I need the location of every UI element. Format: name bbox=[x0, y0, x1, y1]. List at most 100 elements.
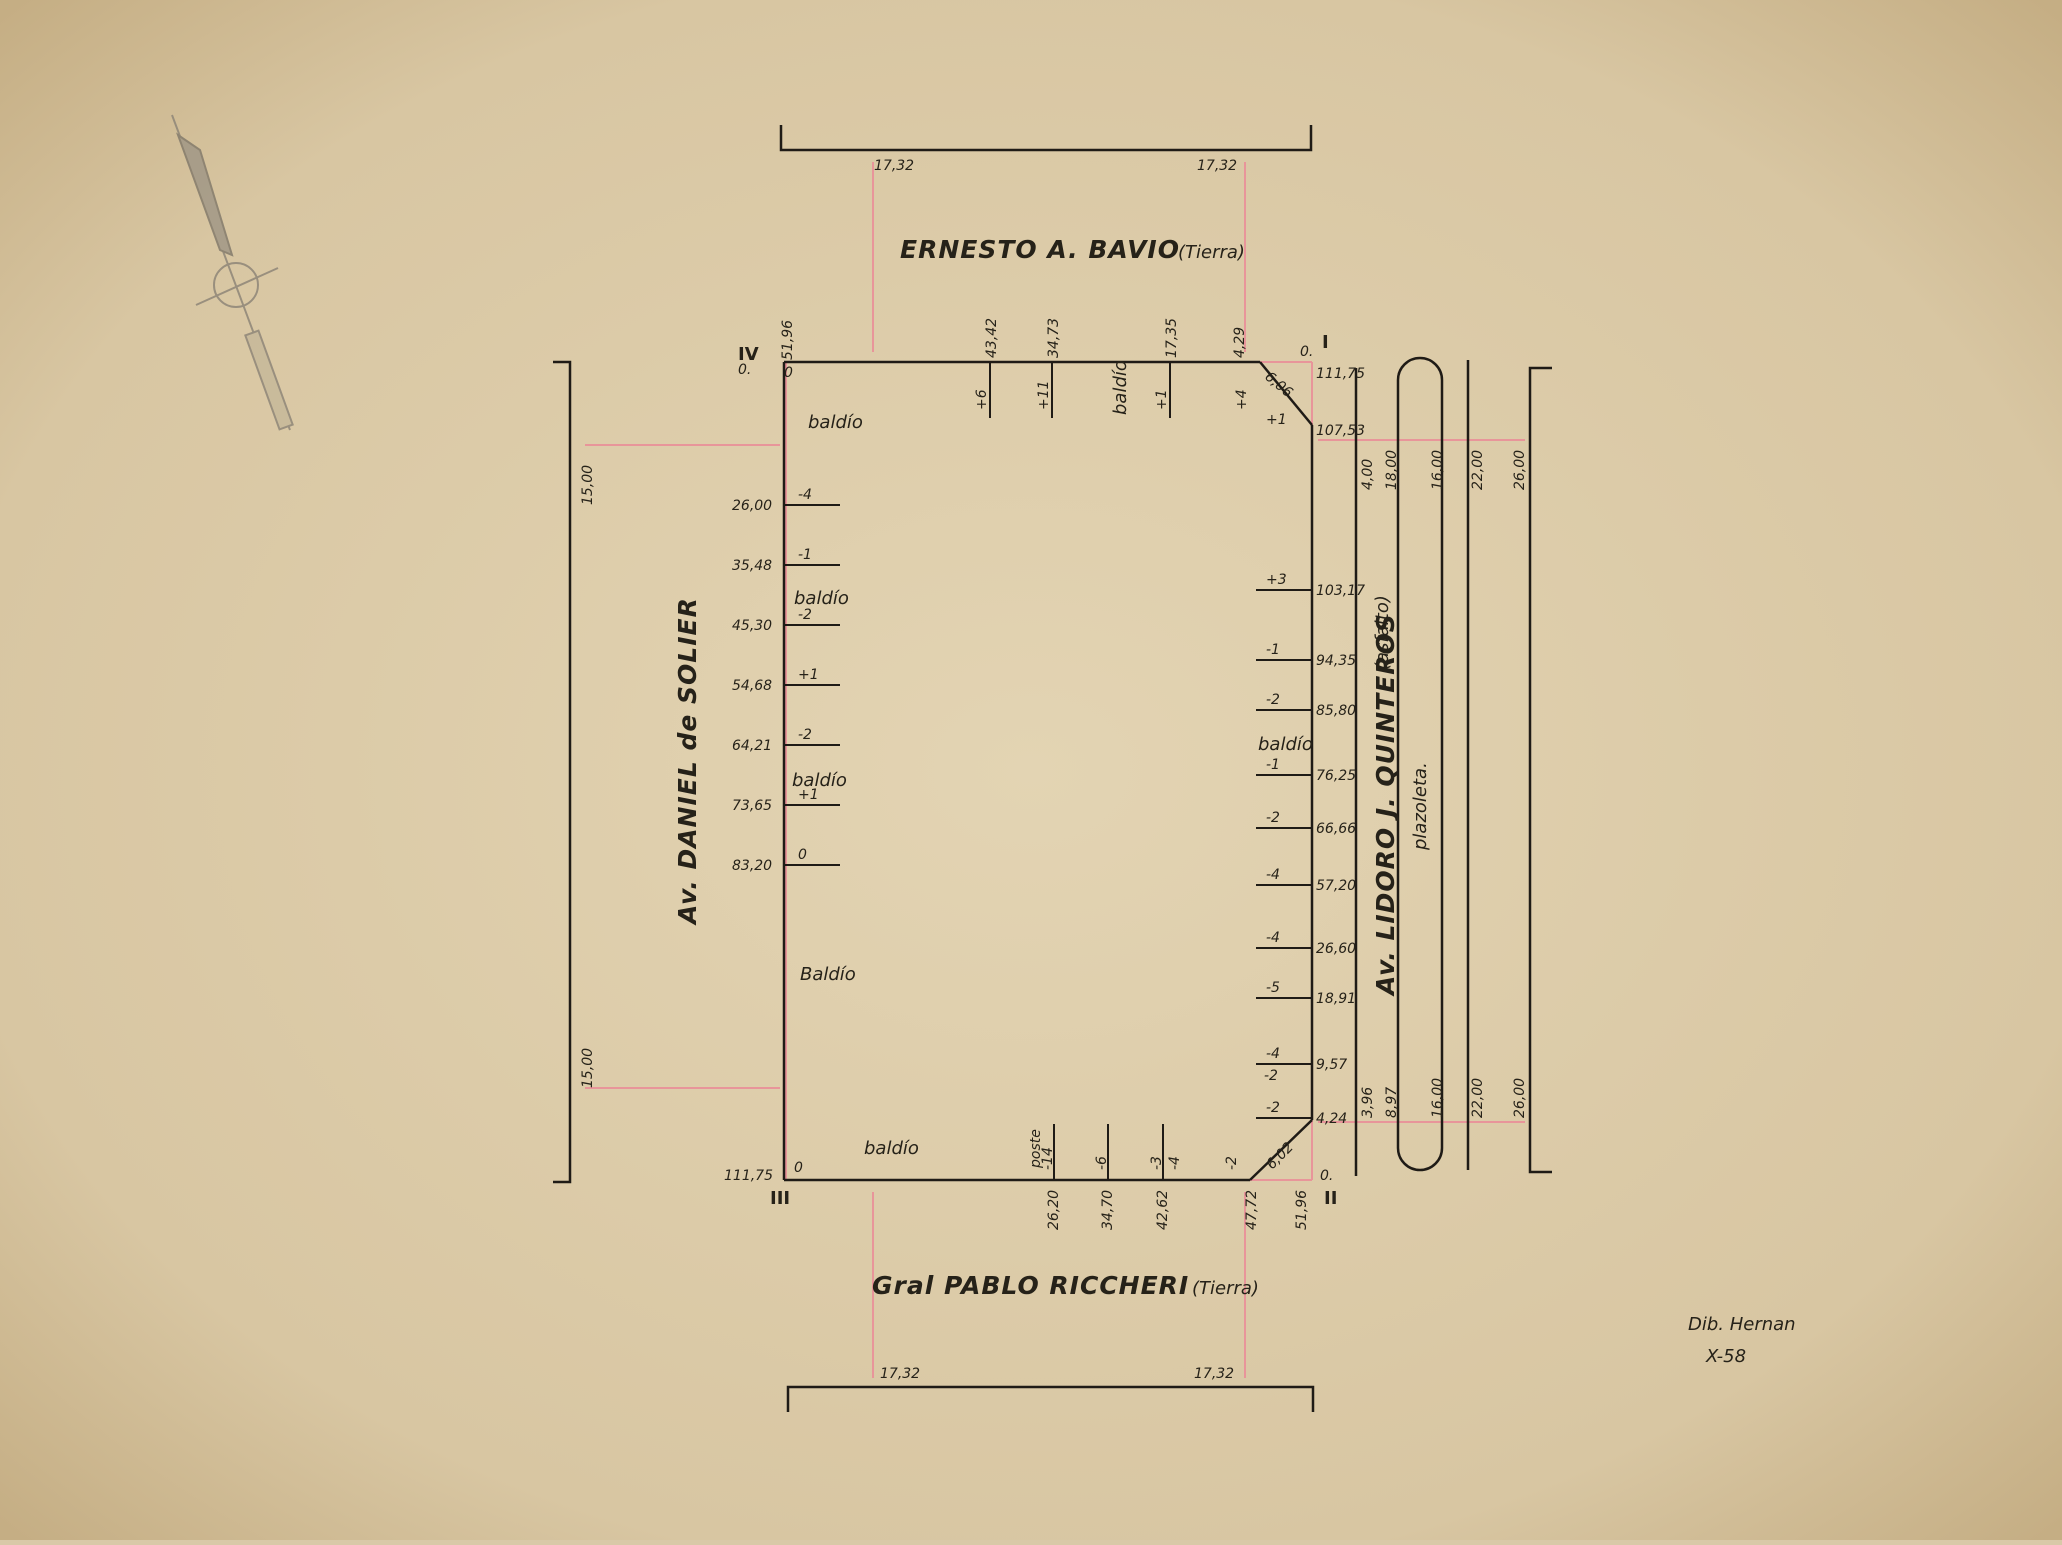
right-tick-delta: -4 bbox=[1266, 930, 1280, 946]
avenue-width-top: 18,00 bbox=[1384, 450, 1400, 490]
width-left-bottom: 15,00 bbox=[580, 1048, 596, 1088]
street-right-surface: (asfalto) bbox=[1372, 595, 1393, 670]
street-top-surface: (Tierra) bbox=[1178, 242, 1245, 263]
avenue-width-bottom: 22,00 bbox=[1470, 1078, 1486, 1118]
width-bottom-left: 17,32 bbox=[880, 1366, 920, 1382]
bottom-baldio: baldío bbox=[864, 1138, 919, 1159]
top-baldio: baldío bbox=[1110, 360, 1131, 415]
corner-ii-value: 51,96 bbox=[1294, 1190, 1310, 1230]
avenue-width-top: 22,00 bbox=[1470, 450, 1486, 490]
bottom-tick-delta: -14 bbox=[1040, 1147, 1056, 1170]
right-baldio: baldío bbox=[1258, 734, 1313, 755]
right-tick-dist: 18,91 bbox=[1316, 991, 1356, 1007]
corner-iv-zero: 0. bbox=[738, 362, 751, 378]
left-tick-dist: 73,65 bbox=[732, 798, 772, 814]
corner-iii-value: 111,75 bbox=[724, 1168, 773, 1184]
corner-iv: IV bbox=[738, 344, 759, 365]
width-top-left: 17,32 bbox=[874, 158, 914, 174]
left-tick-delta: -1 bbox=[798, 547, 812, 563]
street-right: Av. LIDORO J. QUINTEROS bbox=[1371, 613, 1400, 997]
top-ticks: 43,42 +6 34,73 +11 17,35 +1 +4 bbox=[974, 318, 1250, 418]
right-tick-dist: 85,80 bbox=[1316, 703, 1356, 719]
corner-iv-value: 51,96 bbox=[780, 320, 796, 360]
bottom-tick-dist: 42,62 bbox=[1155, 1190, 1171, 1230]
avenue-width-top: 16,00 bbox=[1430, 450, 1446, 490]
left-baldio-2: baldío bbox=[794, 588, 849, 609]
right-tick-delta: -1 bbox=[1266, 642, 1280, 658]
left-tick-dist: 54,68 bbox=[732, 678, 772, 694]
right-tick-delta: +1 bbox=[1266, 412, 1287, 428]
north-arrow-icon bbox=[171, 114, 294, 431]
avenue-width-bottom: 3,96 bbox=[1360, 1087, 1376, 1118]
right-tick-delta: -1 bbox=[1266, 757, 1280, 773]
bottom-tick-dist: 26,20 bbox=[1046, 1190, 1062, 1230]
bottom-tick-delta2: -4 bbox=[1167, 1156, 1183, 1170]
right-tick-delta: -5 bbox=[1266, 980, 1280, 996]
street-bottom-surface: (Tierra) bbox=[1192, 1278, 1259, 1299]
avenue-width-bottom: 26,00 bbox=[1512, 1078, 1528, 1118]
right-extra-delta: -2 bbox=[1264, 1068, 1278, 1084]
avenue-width-bottom: 16,00 bbox=[1430, 1078, 1446, 1118]
left-ticks: 26,00-435,48-145,30-254,68+164,21-273,65… bbox=[732, 487, 840, 874]
right-tick-dist: 9,57 bbox=[1316, 1057, 1347, 1073]
street-top: ERNESTO A. BAVIO bbox=[900, 235, 1180, 264]
left-baldio-3: baldío bbox=[792, 770, 847, 791]
right-tick-dist: 94,35 bbox=[1316, 653, 1356, 669]
bottom-tick-dist: 34,70 bbox=[1100, 1190, 1116, 1230]
avenue-width-top: 4,00 bbox=[1360, 459, 1376, 490]
left-tick-dist: 26,00 bbox=[732, 498, 772, 514]
right-tick-dist: 26,60 bbox=[1316, 941, 1356, 957]
corner-i: I bbox=[1322, 332, 1329, 353]
width-left-top: 15,00 bbox=[580, 465, 596, 505]
corner-ii-zero: 0. bbox=[1320, 1168, 1333, 1184]
right-ticks: 107,53+1103,17+394,35-185,80-276,25-166,… bbox=[1256, 412, 1365, 1127]
top-tick-delta: +1 bbox=[1154, 389, 1170, 410]
left-tick-dist: 35,48 bbox=[732, 558, 772, 574]
corner-ii: II bbox=[1324, 1188, 1337, 1209]
bottom-tick-delta: -3 bbox=[1149, 1156, 1165, 1170]
street-left: Av. DANIEL de SOLIER bbox=[673, 597, 702, 926]
right-tick-dist: 76,25 bbox=[1316, 768, 1356, 784]
top-tick-delta: +6 bbox=[974, 389, 990, 410]
width-bottom-right: 17,32 bbox=[1194, 1366, 1234, 1382]
avenue-width-top: 26,00 bbox=[1512, 450, 1528, 490]
bottom-right-value: 47,72 bbox=[1244, 1190, 1260, 1230]
corner-iii: III bbox=[770, 1188, 790, 1209]
right-tick-delta: -4 bbox=[1266, 867, 1280, 883]
left-tick-delta: -4 bbox=[798, 487, 812, 503]
bottom-tick-delta: -6 bbox=[1094, 1156, 1110, 1170]
left-tick-delta: -2 bbox=[798, 727, 812, 743]
top-right-value: 4,29 bbox=[1232, 327, 1248, 358]
avenue-lines bbox=[1354, 356, 1470, 1176]
top-tick-dist: 43,42 bbox=[984, 318, 1000, 358]
street-bottom: Gral PABLO RICCHERI bbox=[872, 1271, 1189, 1300]
corner-iv-o: 0 bbox=[784, 365, 793, 381]
right-tick-dist: 4,24 bbox=[1316, 1111, 1347, 1127]
top-tick-dist: 17,35 bbox=[1164, 318, 1180, 358]
left-tick-dist: 83,20 bbox=[732, 858, 772, 874]
top-tick-delta: +11 bbox=[1036, 380, 1052, 410]
right-tick-delta: +3 bbox=[1266, 572, 1287, 588]
right-tick-delta: -2 bbox=[1266, 692, 1280, 708]
bottom-tick-delta: -2 bbox=[1224, 1156, 1240, 1170]
left-baldio-4: Baldío bbox=[800, 964, 856, 985]
avenue-width-bottom: 8,97 bbox=[1384, 1087, 1400, 1118]
right-tick-delta: -2 bbox=[1266, 1100, 1280, 1116]
top-tick-dist: 34,73 bbox=[1046, 318, 1062, 358]
plazoleta-median bbox=[1396, 356, 1444, 1172]
corner-iii-o: 0 bbox=[794, 1160, 803, 1176]
corner-i-zero: 0. bbox=[1300, 344, 1313, 360]
plazoleta-label: plazoleta. bbox=[1410, 762, 1431, 851]
street-width-brackets bbox=[553, 125, 1552, 1412]
left-tick-delta: +1 bbox=[798, 667, 819, 683]
top-tick-delta: +4 bbox=[1234, 389, 1250, 410]
signature-line1: Dib. Hernan bbox=[1688, 1314, 1796, 1335]
corner-i-value: 111,75 bbox=[1316, 366, 1365, 382]
block-outline bbox=[782, 360, 1314, 1182]
left-tick-delta: 0 bbox=[798, 847, 807, 863]
signature-line2: X-58 bbox=[1705, 1346, 1746, 1367]
